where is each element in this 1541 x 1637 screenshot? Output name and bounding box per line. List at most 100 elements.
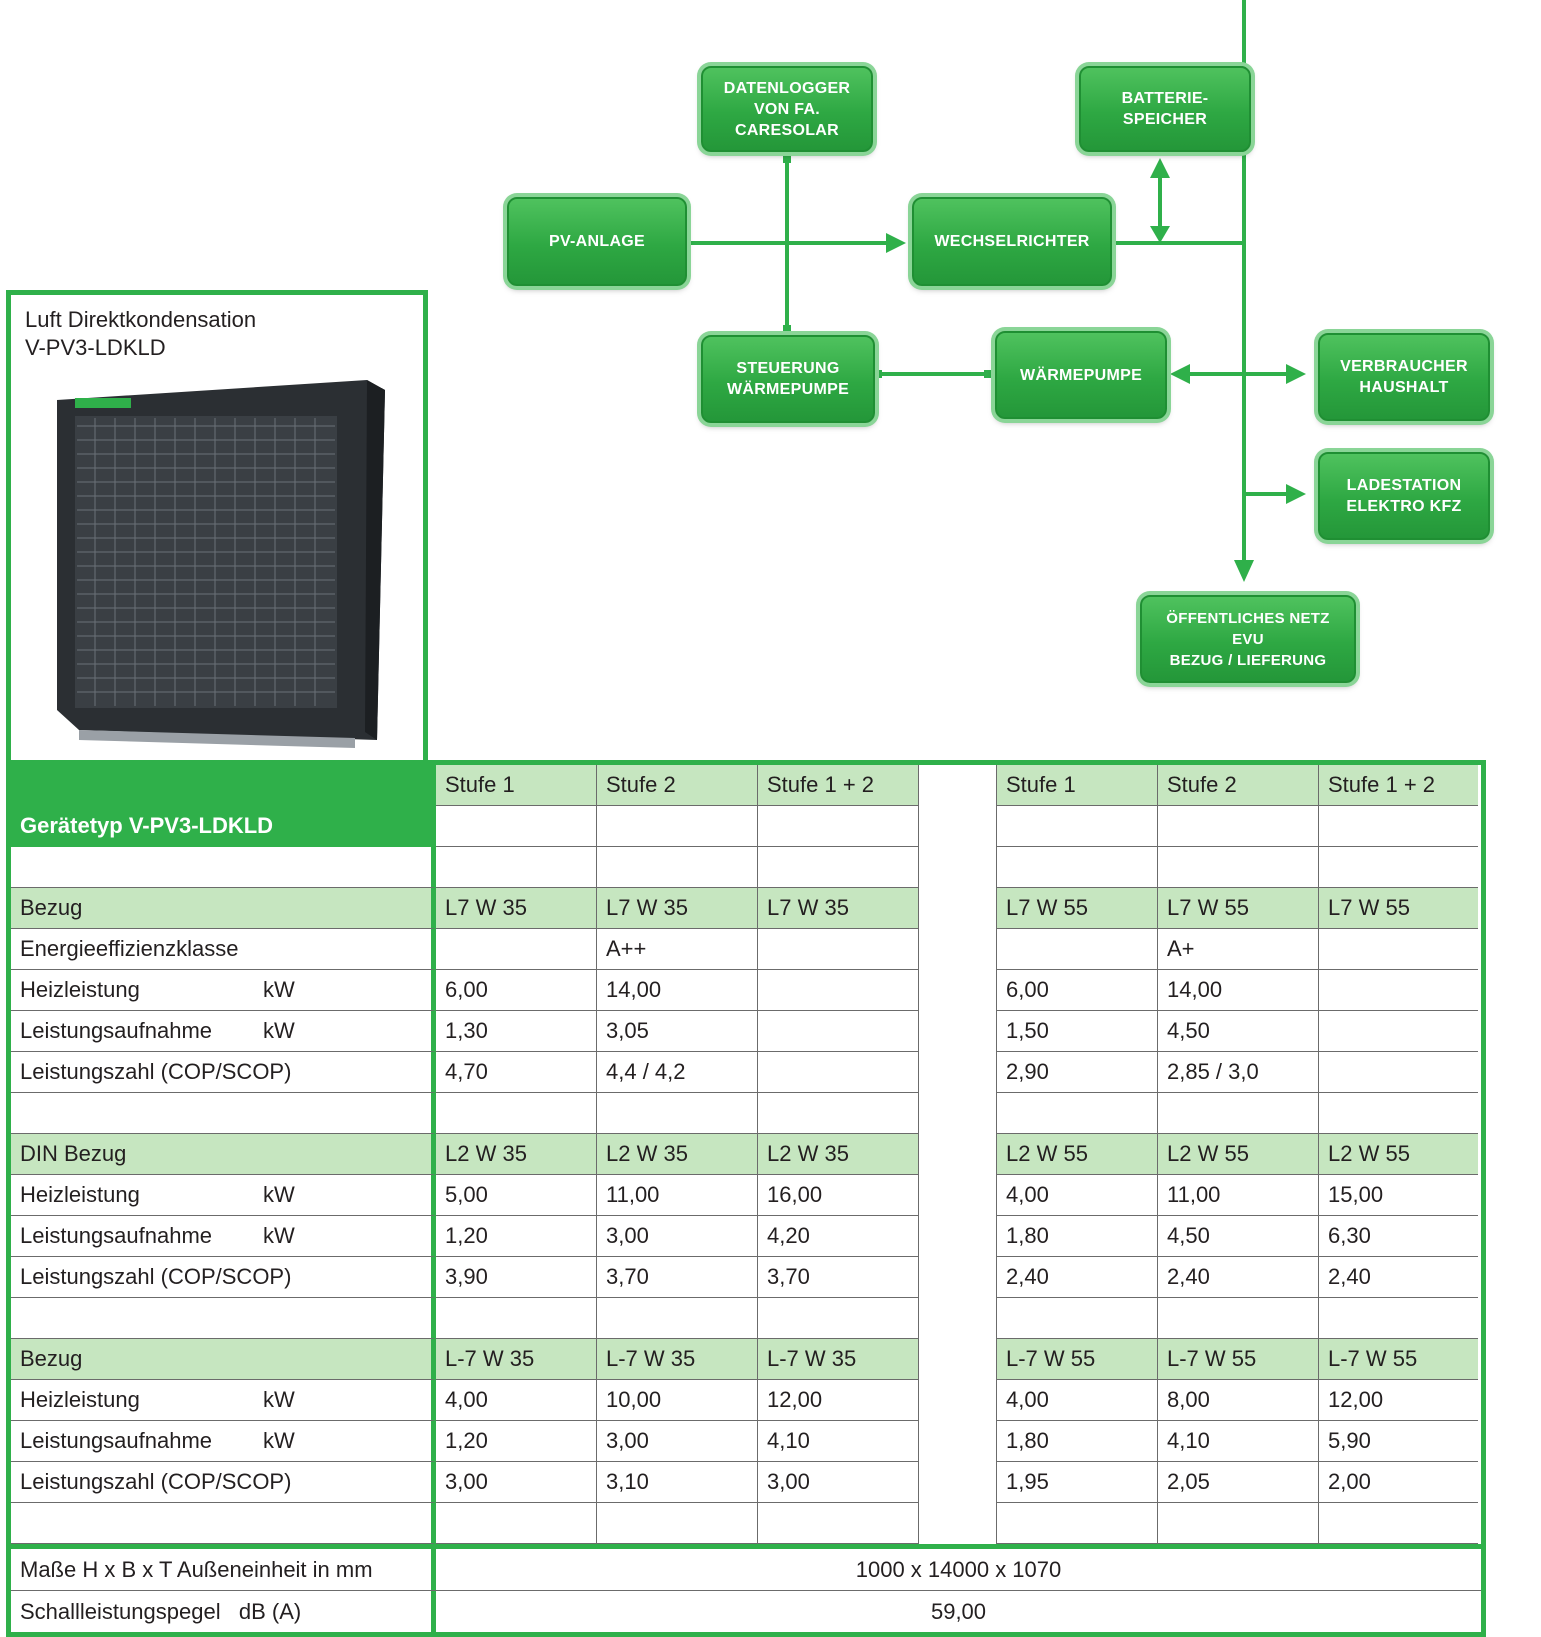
table-cell: 15,00	[1319, 1175, 1478, 1216]
table-cell: 14,00	[1158, 970, 1319, 1011]
col-spacer	[919, 1011, 997, 1052]
table-cell: 3,10	[597, 1462, 758, 1503]
table-cell: 11,00	[1158, 1175, 1319, 1216]
col-spacer	[919, 1298, 997, 1339]
col-spacer	[919, 1052, 997, 1093]
table-cell	[758, 847, 919, 888]
col-spacer	[919, 1093, 997, 1134]
footer-label: Schallleistungspegel dB (A)	[11, 1591, 436, 1632]
table-cell: 6,30	[1319, 1216, 1478, 1257]
col-spacer	[919, 1216, 997, 1257]
header-blank-cell	[11, 765, 436, 806]
table-cell: 3,90	[436, 1257, 597, 1298]
table-cell: 2,40	[1158, 1257, 1319, 1298]
table-cell: 3,00	[597, 1421, 758, 1462]
table-cell	[758, 1011, 919, 1052]
table-cell: 3,70	[597, 1257, 758, 1298]
col-header: Stufe 1	[436, 765, 597, 806]
table-row	[11, 847, 1481, 888]
table-cell	[597, 1298, 758, 1339]
table-cell	[997, 1093, 1158, 1134]
product-category: Luft Direktkondensation	[25, 307, 257, 332]
box-verbraucher-haushalt: VERBRAUCHER HAUSHALT	[1318, 333, 1490, 421]
footer-row-dimensions: Maße H x B x T Außeneinheit in mm 1000 x…	[11, 1549, 1481, 1590]
footer-row-sound: Schallleistungspegel dB (A) 59,00	[11, 1591, 1481, 1632]
table-cell: 16,00	[758, 1175, 919, 1216]
table-cell	[758, 929, 919, 970]
table-cell	[1319, 847, 1478, 888]
col-spacer	[919, 1257, 997, 1298]
table-cell	[436, 1093, 597, 1134]
table-separator	[11, 1544, 1481, 1549]
row-label-text: Bezug	[20, 1346, 83, 1371]
table-cell: 2,00	[1319, 1462, 1478, 1503]
col-spacer	[919, 929, 997, 970]
table-cell	[1319, 929, 1478, 970]
table-cell: L2 W 35	[758, 1134, 919, 1175]
col-spacer	[919, 765, 997, 806]
table-cell	[997, 847, 1158, 888]
row-label: Heizleistung kW	[11, 1380, 436, 1421]
row-unit: kW	[263, 977, 295, 1002]
box-wechselrichter: WECHSELRICHTER	[912, 197, 1112, 286]
row-label	[11, 847, 436, 888]
row-label-text: DIN Bezug	[20, 1141, 127, 1166]
table-cell: L-7 W 55	[1158, 1339, 1319, 1380]
box-steuerung-waermepumpe: STEUERUNG WÄRMEPUMPE	[701, 335, 875, 423]
row-label: Bezug	[11, 888, 436, 929]
table-cell: 2,85 / 3,0	[1158, 1052, 1319, 1093]
row-label	[11, 1093, 436, 1134]
box-waermepumpe: WÄRMEPUMPE	[995, 331, 1167, 419]
footer-value: 59,00	[930, 1598, 987, 1624]
table-cell	[436, 1503, 597, 1544]
table-cell	[758, 970, 919, 1011]
row-unit: kW	[263, 1387, 295, 1412]
table-cell: 3,00	[758, 1462, 919, 1503]
table-cell: 2,90	[997, 1052, 1158, 1093]
table-cell: 4,00	[997, 1175, 1158, 1216]
table-cell	[1319, 1503, 1478, 1544]
box-batteriespeicher: BATTERIE- SPEICHER	[1079, 66, 1251, 152]
row-unit: kW	[263, 1018, 295, 1043]
row-label-text: Energieeffizienzklasse	[20, 936, 239, 961]
table-cell	[997, 1503, 1158, 1544]
table-cell: 4,4 / 4,2	[597, 1052, 758, 1093]
table-cell: 2,05	[1158, 1462, 1319, 1503]
row-label-text: Heizleistung	[20, 1387, 140, 1412]
table-cell	[597, 847, 758, 888]
col-spacer	[919, 1339, 997, 1380]
table-cell: 3,70	[758, 1257, 919, 1298]
table-cell: A++	[597, 929, 758, 970]
table-cell: 5,90	[1319, 1421, 1478, 1462]
row-label-text: Heizleistung	[20, 977, 140, 1002]
table-cell: A+	[1158, 929, 1319, 970]
table-cell	[1158, 1298, 1319, 1339]
box-datenlogger: DATENLOGGER VON FA. CARESOLAR	[701, 66, 873, 152]
row-label-text: Leistungsaufnahme	[20, 1223, 213, 1248]
row-label-text: Leistungszahl (COP/SCOP)	[20, 1264, 292, 1289]
table-cell: 14,00	[597, 970, 758, 1011]
col-header: Stufe 1 + 2	[1319, 765, 1478, 806]
col-header: Stufe 2	[597, 765, 758, 806]
table-cell: L-7 W 35	[436, 1339, 597, 1380]
table-cell	[1319, 970, 1478, 1011]
col-spacer	[919, 1462, 997, 1503]
table-cell: 6,00	[436, 970, 597, 1011]
table-cell: 1,80	[997, 1421, 1158, 1462]
table-row	[11, 1298, 1481, 1339]
row-unit: kW	[263, 1182, 295, 1207]
row-label	[11, 1503, 436, 1544]
table-cell: 4,20	[758, 1216, 919, 1257]
row-label-text: Leistungsaufnahme	[20, 1428, 213, 1453]
table-cell	[436, 929, 597, 970]
table-cell: 2,40	[997, 1257, 1158, 1298]
row-label-text: Leistungszahl (COP/SCOP)	[20, 1059, 292, 1084]
table-cell: L-7 W 55	[997, 1339, 1158, 1380]
